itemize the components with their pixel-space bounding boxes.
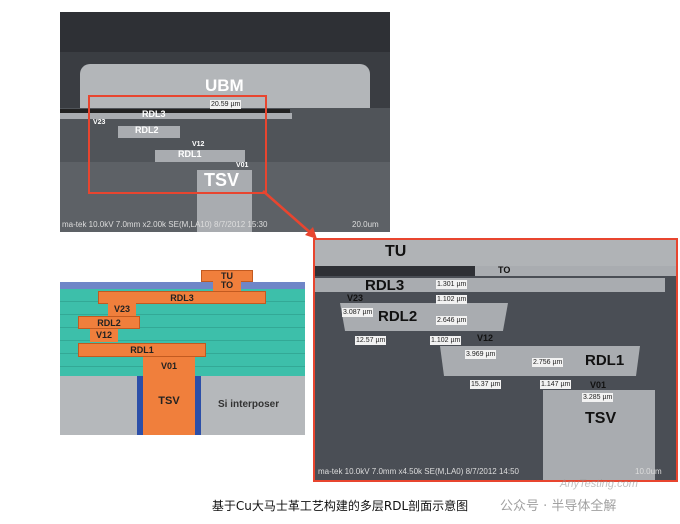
watermark-account: 公众号 · 半导体全解 [500,499,617,514]
measurement: 2.646 µm [436,316,468,325]
measurement: 3.285 µm [582,393,614,402]
diagram-tsv: TSV [143,376,195,435]
diagram-si-interposer: Si interposer [218,399,280,410]
watermark-site: AnyTesting.com [560,478,638,490]
sem-footer: ma-tek 10.0kV 7.0mm x2.00k SE(M,LA10) 8/… [62,220,268,229]
label-rdl3: RDL3 [142,109,166,119]
label-tsv: TSV [585,410,617,427]
highlight-box [88,95,267,194]
diagram-rdl3: RDL3 [98,291,266,304]
measurement: 15.37 µm [470,380,502,389]
measurement: 20.59 µm [210,100,242,109]
measurement: 12.57 µm [355,336,387,345]
rdl-diagram: TU TO RDL3 V23 RDL2 V12 RDL1 V01 TSV Si … [60,270,305,435]
label-v01: V01 [590,380,607,390]
label-tu: TU [385,243,407,260]
label-v01: V01 [236,162,249,169]
measurement: 3.969 µm [465,350,497,359]
diagram-rdl2: RDL2 [78,316,140,329]
measurement: 1.147 µm [540,380,572,389]
diagram-v23: V23 [108,303,136,316]
label-rdl2: RDL2 [135,125,159,135]
measurement: 1.102 µm [436,295,468,304]
scale-bar: 10.0um [635,467,662,476]
label-to: TO [498,265,511,275]
label-v23: V23 [347,293,364,303]
scale-bar: 20.0um [352,220,379,229]
label-v12: V12 [192,141,205,148]
measurement: 1.301 µm [436,280,468,289]
diagram-v12: V12 [90,329,118,342]
label-ubm: UBM [205,76,244,95]
measurement: 3.087 µm [342,308,374,317]
label-rdl1: RDL1 [178,149,202,159]
top-sem-image: UBM 20.59 µm RDL3 V23 RDL2 V12 RDL1 V01 … [60,12,390,232]
label-rdl3: RDL3 [365,277,405,294]
diagram-v01: V01 [143,357,195,376]
caption: 基于Cu大马士革工艺构建的多层RDL剖面示意图 [211,499,469,513]
label-v23: V23 [93,119,106,126]
diagram-rdl1: RDL1 [78,343,206,357]
measurement: 2.756 µm [532,358,564,367]
label-rdl2: RDL2 [378,308,418,325]
label-v12: V12 [477,333,494,343]
arrow-icon [262,190,317,239]
label-rdl1: RDL1 [585,352,625,369]
diagram-to: TO [213,281,241,291]
label-tsv: TSV [204,170,240,190]
measurement: 1.102 µm [430,336,462,345]
zoom-sem-image: TU TO RDL3 V23 RDL2 V12 RDL1 V01 TSV 1.3… [313,238,678,482]
sem-footer: ma-tek 10.0kV 7.0mm x4.50k SE(M,LA0) 8/7… [318,467,519,476]
